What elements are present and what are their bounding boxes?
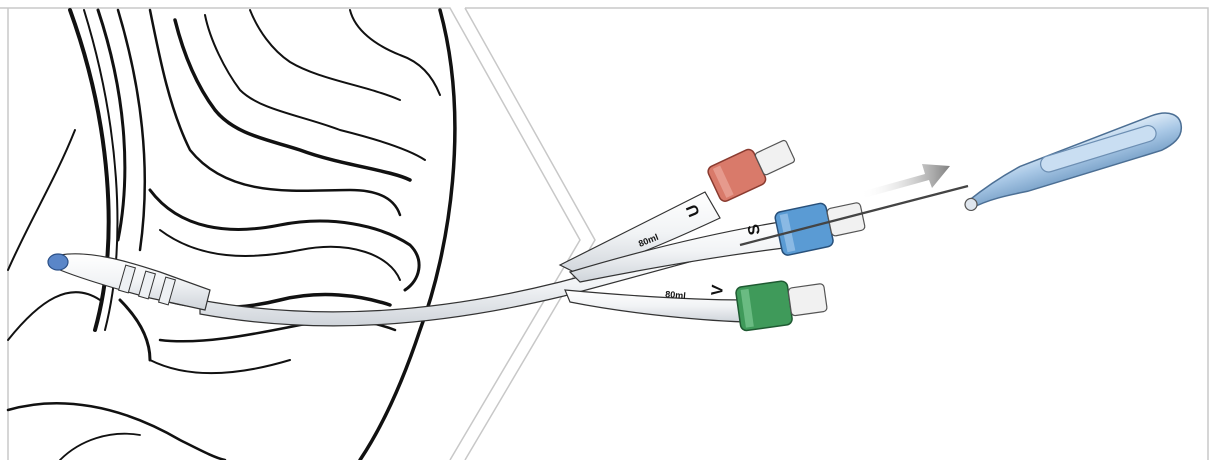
anatomy-drawing: [8, 10, 455, 460]
s-connector-cap: [774, 195, 867, 256]
u-connector-cap: [706, 133, 798, 203]
panel-frame: [0, 8, 1208, 460]
v-port-label: V: [709, 284, 727, 296]
catheter-tip: [48, 254, 210, 310]
arrow-right-icon: [860, 164, 950, 198]
v-volume-label: 80ml: [665, 289, 686, 301]
stylet-wire: [740, 186, 968, 245]
stylet-handle: [956, 108, 1187, 212]
v-port-branch: 80ml V: [565, 284, 745, 322]
v-connector-cap: [735, 275, 828, 331]
s-port-label: S: [745, 222, 764, 236]
